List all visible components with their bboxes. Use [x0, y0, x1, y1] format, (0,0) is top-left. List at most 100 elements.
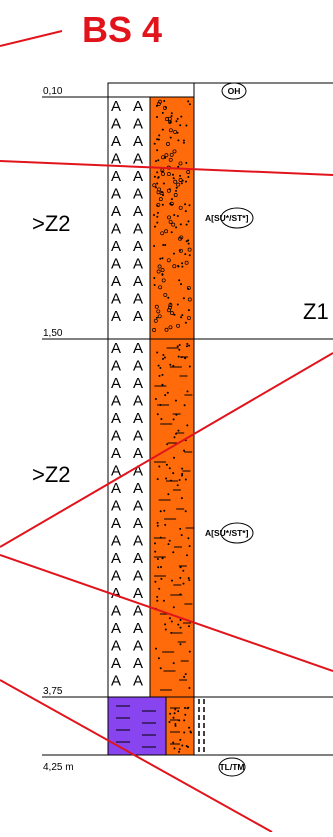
- gravel-dot: [157, 138, 160, 141]
- sand-dot: [154, 398, 157, 400]
- a-symbol: A: [133, 151, 143, 168]
- gravel-dot: [188, 204, 191, 207]
- a-symbol: A: [133, 393, 143, 410]
- a-symbol: A: [133, 133, 143, 150]
- sand-dot: [156, 478, 159, 481]
- gravel-dot: [180, 182, 183, 185]
- gravel-dot: [161, 257, 164, 260]
- sand-dot: [169, 363, 172, 366]
- sand-dot: [177, 429, 180, 432]
- a-symbol: A: [133, 550, 143, 567]
- sand-dot: [161, 557, 164, 560]
- sand-dot: [172, 472, 175, 475]
- gravel-dot: [157, 264, 162, 269]
- sand-dot: [181, 467, 184, 470]
- sand-dot: [172, 551, 175, 554]
- a-symbol: A: [133, 533, 143, 550]
- gravel-dot: [179, 174, 182, 177]
- gravel-dot: [181, 262, 184, 265]
- gravel-dot: [176, 323, 181, 328]
- a-symbol: A: [111, 463, 121, 480]
- gravel-dot: [156, 182, 159, 185]
- gravel-dot: [156, 202, 161, 207]
- gravel-dot: [153, 245, 156, 247]
- gravel-dot: [170, 231, 173, 234]
- a-symbol: A: [111, 585, 121, 602]
- gravel-dot: [169, 202, 172, 205]
- clay-dot: [181, 744, 184, 747]
- gravel-dot: [163, 292, 168, 297]
- label-layer1: A[SU*/ST*]: [205, 213, 249, 223]
- a-symbol: A: [133, 603, 143, 620]
- sand-dot: [156, 595, 159, 598]
- gravel-dot: [173, 313, 176, 316]
- sand-dot: [170, 620, 173, 623]
- gravel-dot: [181, 179, 184, 182]
- gravel-dot: [170, 198, 173, 201]
- gravel-dot: [152, 328, 157, 332]
- gravel-dot: [164, 244, 167, 246]
- sand-dot: [156, 599, 159, 602]
- a-symbol: A: [133, 568, 143, 585]
- sand-dot: [178, 479, 181, 481]
- red-line-bottom: [0, 679, 273, 833]
- clay-dot: [172, 716, 175, 719]
- sand-dot: [159, 667, 162, 670]
- gravel-dot: [188, 103, 191, 106]
- gravel-dot: [169, 152, 174, 157]
- sand-dot: [188, 650, 191, 653]
- gravel-dot: [168, 128, 173, 133]
- sand-dot: [154, 542, 156, 545]
- gravel-dot: [184, 253, 187, 256]
- sand-dot: [164, 394, 167, 397]
- gravel-dot: [160, 155, 165, 160]
- gravel-dot: [156, 149, 159, 152]
- gravel-dot: [156, 102, 161, 106]
- a-symbol: A: [111, 480, 121, 497]
- sand-dot: [179, 566, 182, 569]
- depth-label-3: 3,75: [43, 686, 63, 697]
- gravel-dot: [157, 314, 162, 319]
- sand-dot: [170, 479, 173, 482]
- gravel-dot: [188, 254, 191, 257]
- gravel-dot: [161, 128, 164, 131]
- a-symbol: A: [133, 463, 143, 480]
- sand-dot: [168, 467, 171, 470]
- sand-dot: [175, 432, 177, 435]
- gravel-dot: [161, 273, 164, 276]
- sand-dot: [183, 449, 185, 452]
- gravel-dot: [173, 129, 178, 134]
- gravel-dot: [178, 279, 181, 282]
- sand-dot: [175, 413, 178, 416]
- gravel-dot: [185, 161, 188, 164]
- gravel-dot: [178, 249, 181, 252]
- gravel-dot: [156, 269, 161, 274]
- gravel-dot: [186, 170, 191, 174]
- depth-label-2: 1,50: [43, 328, 63, 339]
- sand-dot: [188, 579, 191, 582]
- a-symbol: A: [133, 273, 143, 290]
- sand-dot: [179, 626, 182, 629]
- clay-dot: [174, 708, 177, 711]
- gravel-dot: [156, 138, 159, 141]
- gravel-dot: [168, 325, 173, 330]
- clay-dot: [174, 723, 177, 725]
- sand-dot: [161, 373, 164, 376]
- a-symbol: A: [111, 515, 121, 532]
- sand-dot: [158, 465, 161, 468]
- a-symbol: A: [133, 221, 143, 238]
- sand-dot: [166, 391, 169, 394]
- gravel-dot: [182, 297, 185, 300]
- gravel-dot: [171, 222, 176, 227]
- a-symbol: A: [133, 375, 143, 392]
- red-annotation-lines: [0, 30, 333, 833]
- gravel-dot: [186, 315, 191, 320]
- a-symbol: A: [111, 638, 121, 655]
- clay-dot: [172, 741, 175, 744]
- sand-dot: [172, 606, 175, 609]
- gravel-dot: [175, 189, 177, 192]
- layer1-orange-fill: [149, 96, 195, 340]
- gravel-dot: [161, 171, 165, 176]
